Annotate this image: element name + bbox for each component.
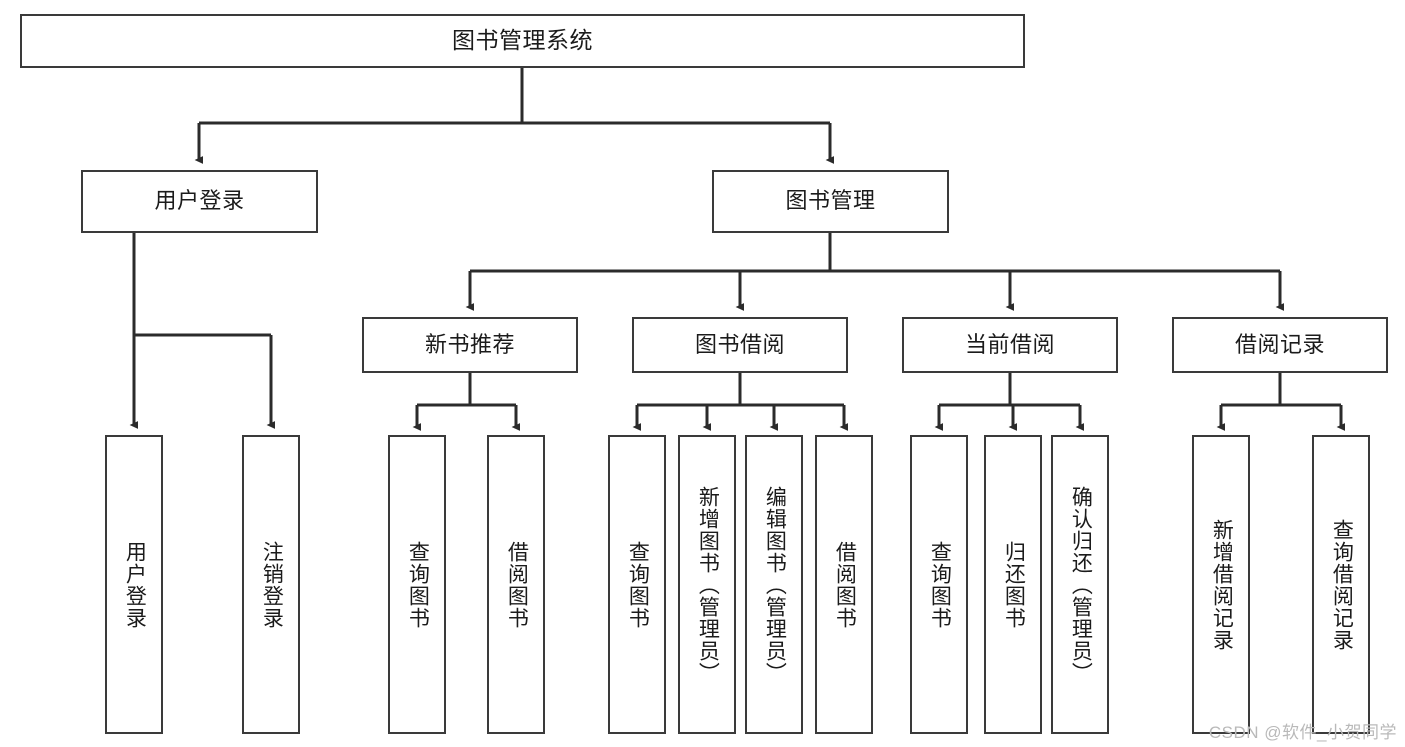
leaf-confirm-return-admin[interactable]: 确认归还（管理员） — [1051, 435, 1109, 734]
leaf-add-book-admin-label: 新增图书（管理员） — [696, 485, 720, 684]
node-book-management-label: 图书管理 — [785, 188, 876, 214]
leaf-edit-book-admin[interactable]: 编辑图书（管理员） — [745, 435, 803, 734]
leaf-user-login-label: 用户登录 — [123, 540, 147, 629]
leaf-query-book-current[interactable]: 查询图书 — [910, 435, 968, 734]
leaf-add-borrow-record-label: 新增借阅记录 — [1210, 518, 1234, 651]
node-current-borrow-label: 当前借阅 — [964, 331, 1055, 357]
leaf-logout[interactable]: 注销登录 — [242, 435, 300, 734]
node-user-login-label: 用户登录 — [154, 188, 245, 214]
leaf-user-login[interactable]: 用户登录 — [105, 435, 163, 734]
leaf-borrow-book-newbook-label: 借阅图书 — [505, 540, 529, 629]
leaf-return-book[interactable]: 归还图书 — [984, 435, 1042, 734]
leaf-add-book-admin[interactable]: 新增图书（管理员） — [678, 435, 736, 734]
leaf-logout-label: 注销登录 — [260, 540, 284, 629]
leaf-borrow-book[interactable]: 借阅图书 — [815, 435, 873, 734]
leaf-edit-book-admin-label: 编辑图书（管理员） — [763, 485, 787, 684]
leaf-confirm-return-admin-label: 确认归还（管理员） — [1069, 485, 1093, 684]
leaf-query-book-newbook[interactable]: 查询图书 — [388, 435, 446, 734]
leaf-query-borrow-record[interactable]: 查询借阅记录 — [1312, 435, 1370, 734]
leaf-query-book-newbook-label: 查询图书 — [406, 540, 430, 629]
node-book-borrow-label: 图书借阅 — [694, 331, 785, 357]
leaf-query-book-current-label: 查询图书 — [928, 540, 952, 629]
node-current-borrow[interactable]: 当前借阅 — [902, 317, 1118, 373]
node-borrow-record-label: 借阅记录 — [1234, 331, 1325, 357]
node-new-book-recommend-label: 新书推荐 — [424, 331, 515, 357]
node-root-label: 图书管理系统 — [452, 27, 593, 54]
leaf-borrow-book-newbook[interactable]: 借阅图书 — [487, 435, 545, 734]
csdn-watermark: CSDN @软件_小贺同学 — [1208, 723, 1397, 742]
leaf-return-book-label: 归还图书 — [1002, 540, 1026, 629]
node-book-borrow[interactable]: 图书借阅 — [632, 317, 848, 373]
leaf-query-borrow-record-label: 查询借阅记录 — [1330, 518, 1354, 651]
leaf-borrow-book-label: 借阅图书 — [833, 540, 857, 629]
node-new-book-recommend[interactable]: 新书推荐 — [362, 317, 578, 373]
node-user-login[interactable]: 用户登录 — [81, 170, 318, 233]
leaf-query-book-borrow-label: 查询图书 — [626, 540, 650, 629]
leaf-query-book-borrow[interactable]: 查询图书 — [608, 435, 666, 734]
leaf-add-borrow-record[interactable]: 新增借阅记录 — [1192, 435, 1250, 734]
node-root[interactable]: 图书管理系统 — [20, 14, 1025, 68]
node-borrow-record[interactable]: 借阅记录 — [1172, 317, 1388, 373]
node-book-management[interactable]: 图书管理 — [712, 170, 949, 233]
